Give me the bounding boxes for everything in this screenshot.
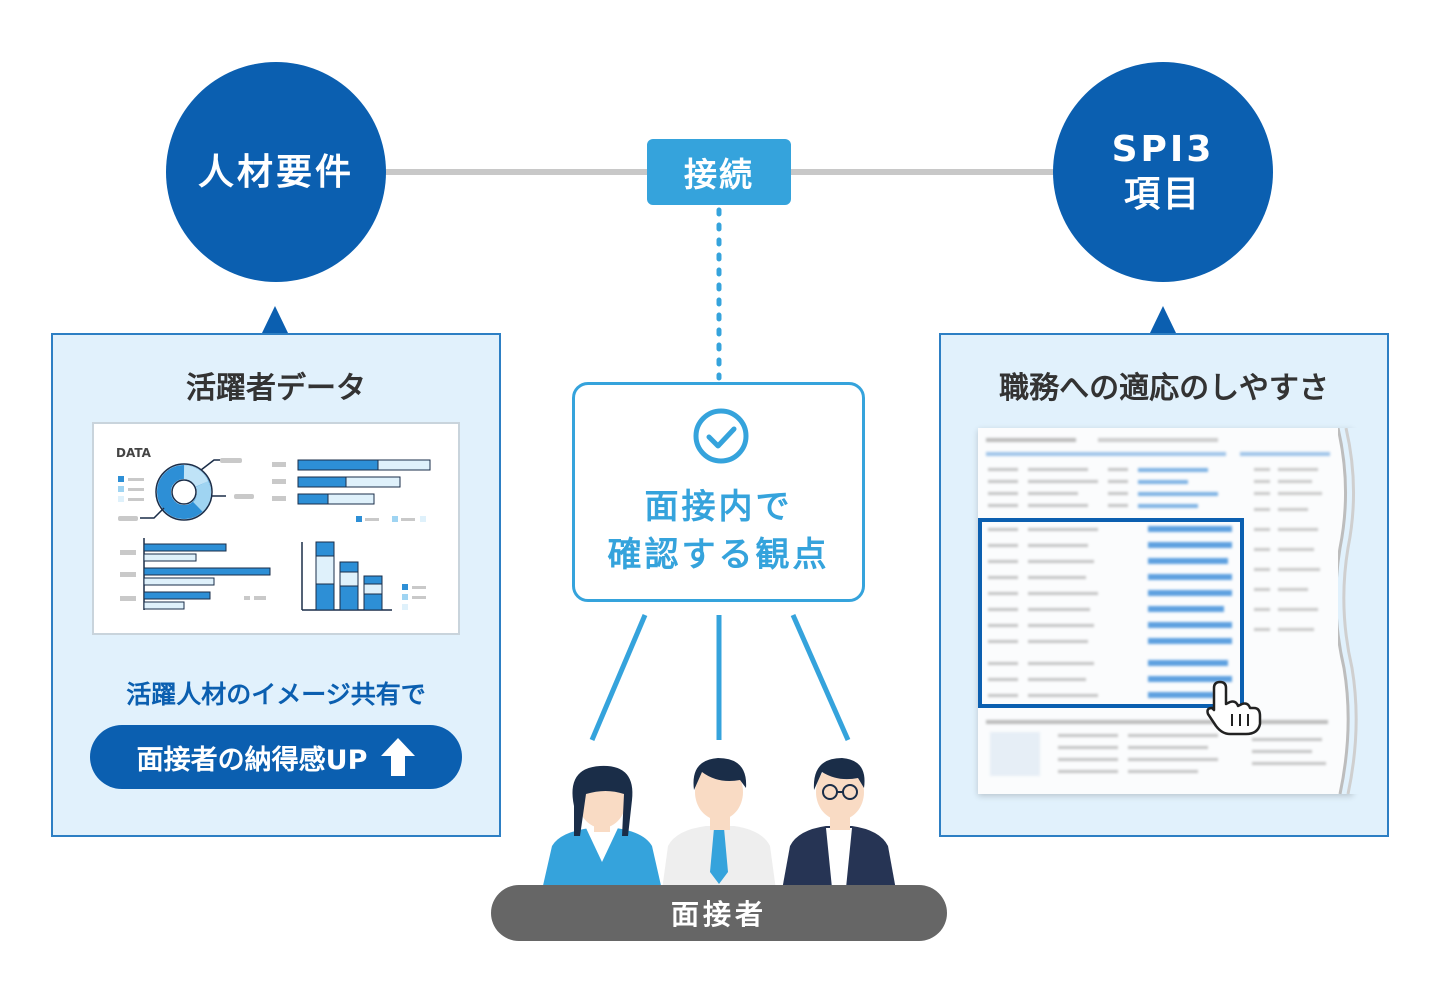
- satisfaction-up-pill: 面接者の納得感UP: [90, 725, 462, 789]
- share-text: 活躍人材のイメージ共有で: [126, 680, 426, 709]
- bar-chart-icon: [120, 459, 431, 611]
- connect-badge: 接続: [647, 139, 791, 205]
- hand-pointer-icon: [1206, 680, 1262, 736]
- right-panel-title: 職務への適応のしやすさ: [999, 371, 1329, 406]
- highlight-frame: [978, 518, 1244, 708]
- left-panel-title: 活躍者データ: [186, 371, 366, 406]
- focus-line1: 面接内で: [644, 487, 793, 527]
- data-card-label: DATA: [116, 446, 151, 460]
- spi3-label-line1: SPI3: [1111, 129, 1215, 170]
- torn-edge: [1338, 428, 1368, 794]
- focus-line2: 確認する観点: [607, 535, 830, 575]
- fan-line-right: [790, 613, 851, 742]
- spi3-label-line2: 項目: [1123, 174, 1202, 215]
- donut-chart-icon: [118, 458, 254, 521]
- arrow-up-icon: [381, 738, 416, 776]
- jinzai-node: 人材要件: [166, 62, 386, 282]
- right-pointer-triangle: [1150, 306, 1176, 333]
- left-pointer-triangle: [262, 306, 288, 333]
- spi3-node: SPI3 項目: [1053, 62, 1273, 282]
- check-circle-icon: [693, 408, 749, 464]
- spi-report-sheet: [978, 428, 1368, 794]
- data-card-graphics: [118, 458, 431, 611]
- interviewer-bar: 面接者: [491, 885, 947, 941]
- pill-label: 面接者の納得感UP: [136, 744, 368, 776]
- focus-box: 面接内で 確認する観点: [572, 382, 865, 602]
- data-card: DATA: [92, 422, 460, 635]
- jinzai-label: 人材要件: [197, 151, 354, 193]
- fan-line-left: [589, 614, 648, 741]
- sheet-graphics: [986, 438, 1330, 776]
